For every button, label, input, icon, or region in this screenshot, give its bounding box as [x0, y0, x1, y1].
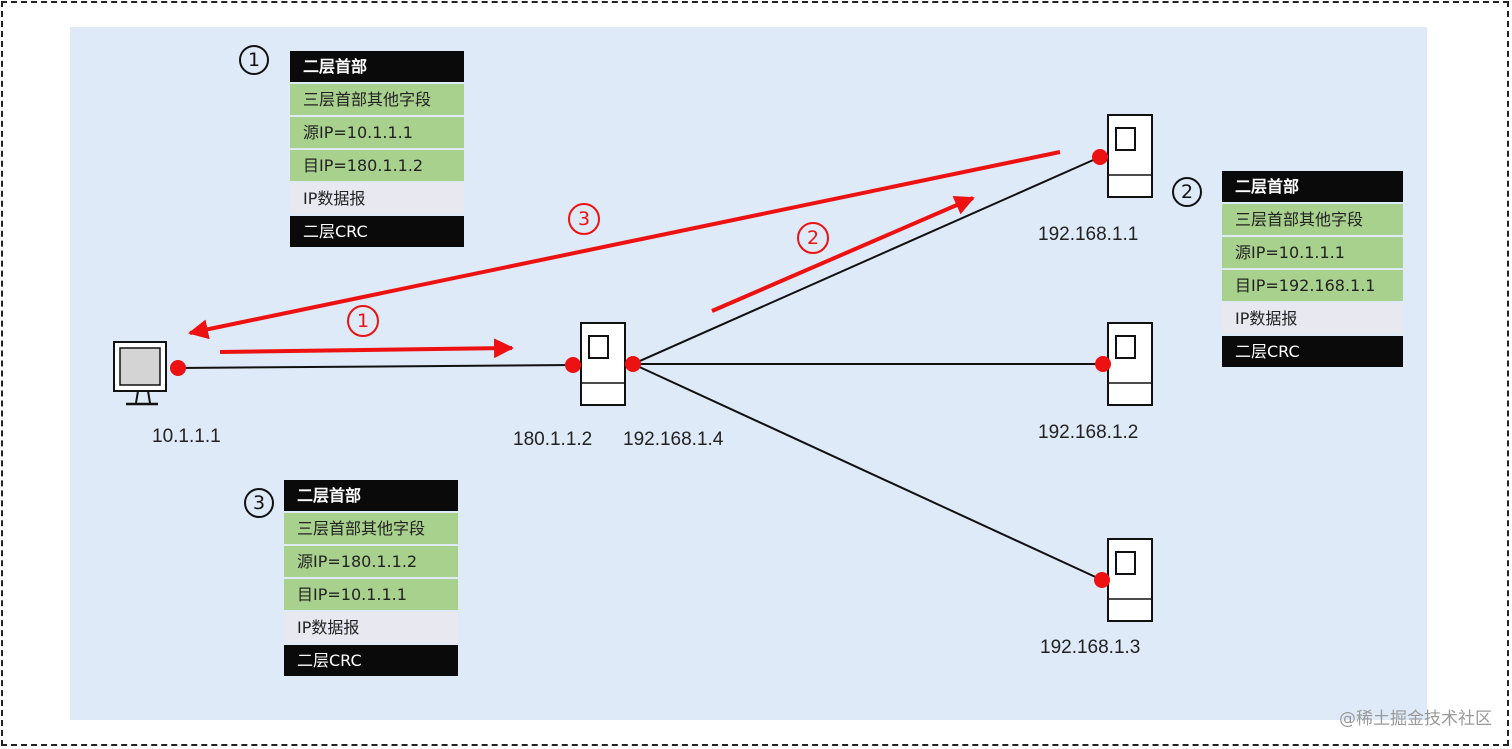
server3-ip-label: 192.168.1.3: [1040, 637, 1141, 658]
link-router-server3: [632, 363, 1103, 581]
interface-dot: [1092, 149, 1108, 165]
link-router-server1: [632, 156, 1101, 365]
packet-frame-3: 二层首部 三层首部其他字段 源IP=180.1.1.2 目IP=10.1.1.1…: [284, 480, 458, 676]
server-icon: [1107, 322, 1153, 406]
packet-frame-1: 二层首部 三层首部其他字段 源IP=10.1.1.1 目IP=180.1.1.2…: [290, 51, 464, 247]
watermark: @稀土掘金技术社区: [1339, 709, 1492, 729]
server2-ip-label: 192.168.1.2: [1038, 422, 1139, 443]
router-icon: [580, 322, 626, 406]
arrow-step3: [188, 150, 1061, 340]
dest-ip-field: 目IP=180.1.1.2: [290, 150, 464, 181]
packet1-marker: 1: [239, 45, 269, 75]
layer2-crc: 二层CRC: [284, 645, 458, 676]
interface-dot: [1094, 572, 1110, 588]
server1-ip-label: 192.168.1.1: [1038, 224, 1139, 245]
computer-icon: [113, 341, 167, 406]
interface-dot: [565, 357, 581, 373]
ip-datagram: IP数据报: [284, 612, 458, 643]
step3-marker: 3: [568, 203, 600, 235]
layer2-crc: 二层CRC: [1222, 336, 1403, 367]
arrow-step1: [219, 338, 514, 359]
layer2-crc: 二层CRC: [290, 216, 464, 247]
step2-marker: 2: [797, 222, 829, 254]
interface-dot: [625, 356, 641, 372]
source-ip-field: 源IP=10.1.1.1: [290, 117, 464, 148]
packet3-marker: 3: [244, 488, 274, 518]
source-ip-field: 源IP=180.1.1.2: [284, 546, 458, 577]
ip-datagram: IP数据报: [1222, 303, 1403, 334]
packet2-marker: 2: [1172, 177, 1202, 207]
router-right-ip-label: 192.168.1.4: [623, 429, 724, 450]
router-left-ip-label: 180.1.1.2: [513, 429, 593, 450]
source-ip-field: 源IP=10.1.1.1: [1222, 237, 1403, 268]
layer2-header: 二层首部: [290, 51, 464, 82]
packet-frame-2: 二层首部 三层首部其他字段 源IP=10.1.1.1 目IP=192.168.1…: [1222, 171, 1403, 367]
dest-ip-field: 目IP=10.1.1.1: [284, 579, 458, 610]
layer3-other-fields: 三层首部其他字段: [284, 513, 458, 544]
host-ip-label: 10.1.1.1: [152, 426, 221, 447]
step1-marker: 1: [347, 305, 379, 337]
server-icon: [1107, 114, 1153, 198]
dest-ip-field: 目IP=192.168.1.1: [1222, 270, 1403, 301]
layer3-other-fields: 三层首部其他字段: [290, 84, 464, 115]
layer3-other-fields: 三层首部其他字段: [1222, 204, 1403, 235]
server-icon: [1107, 538, 1153, 622]
layer2-header: 二层首部: [1222, 171, 1403, 202]
layer2-header: 二层首部: [284, 480, 458, 511]
arrow-step2: [711, 195, 975, 313]
link-host-router: [177, 364, 574, 369]
interface-dot: [170, 360, 186, 376]
interface-dot: [1095, 356, 1111, 372]
ip-datagram: IP数据报: [290, 183, 464, 214]
